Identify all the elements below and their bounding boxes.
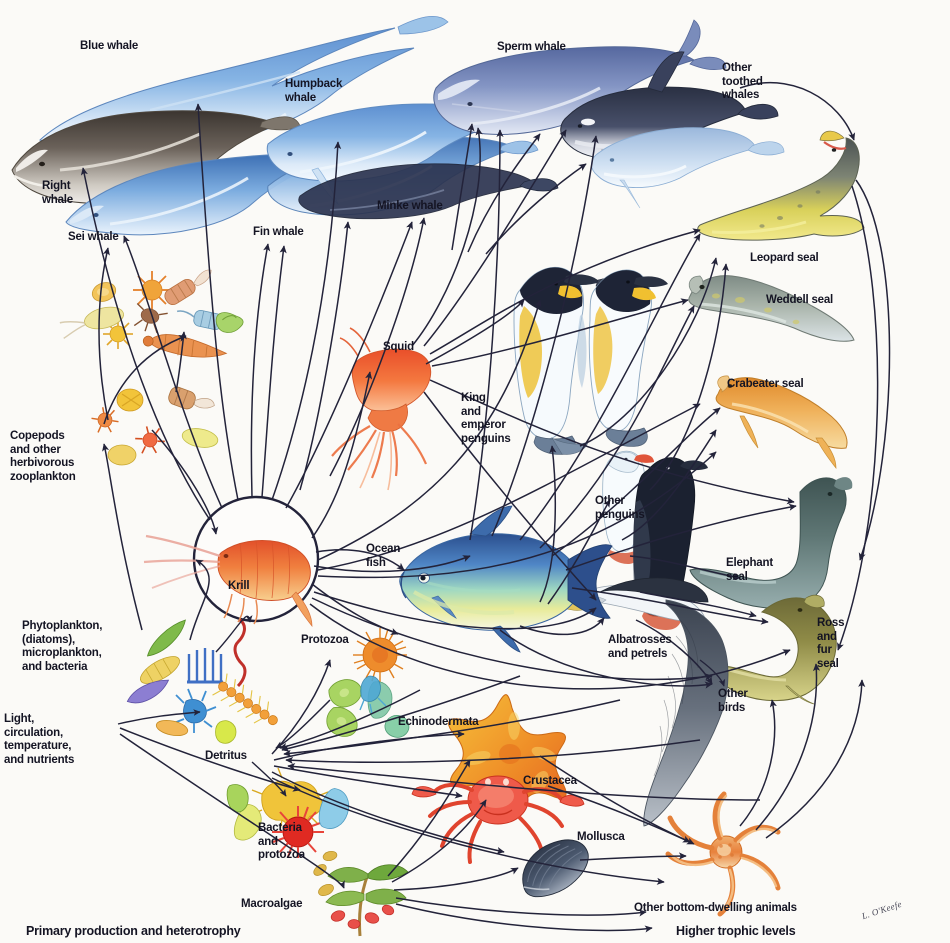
label-krill: Krill [228,580,250,592]
label-albatrosses-petrels: Albatrosses and petrels [608,634,672,660]
label-other-bottom-dwelling: Other bottom-dwelling animals [634,902,797,914]
label-protozoa: Protozoa [301,634,349,646]
label-minke-whale: Minke whale [377,200,443,212]
label-fin-whale: Fin whale [253,226,304,238]
label-detritus: Detritus [205,750,247,762]
label-blue-whale: Blue whale [80,40,139,52]
ocean-fish-art [399,505,613,653]
label-squid: Squid [383,341,414,353]
label-bacteria-protozoa: Bacteria and protozoa [258,822,305,862]
footer-higher-trophic: Higher trophic levels [676,924,796,938]
weddell-seal-art [688,275,855,342]
label-macroalgae: Macroalgae [241,898,303,910]
label-leopard-seal: Leopard seal [750,252,819,264]
label-copepods-zooplankton: Copepods and other herbivorous zooplankt… [10,430,76,483]
emperor-penguin-art [588,269,668,447]
label-other-penguins: Other penguins [595,495,645,521]
macroalgae-art [313,850,409,937]
label-humpback-whale: Humpback whale [285,78,343,104]
label-sperm-whale: Sperm whale [497,41,566,53]
label-other-toothed-whales: Other toothed whales [722,62,763,102]
label-elephant-seal: Elephant seal [726,557,773,583]
label-light-circulation: Light, circulation, temperature, and nut… [4,713,75,766]
phytoplankton-cluster-art [126,618,278,744]
elephant-seal-art [689,477,853,609]
label-ocean-fish: Ocean fish [366,543,401,569]
footer-primary-production: Primary production and heterotrophy [26,924,241,938]
label-weddell-seal: Weddell seal [766,294,834,306]
sperm-whale-art [433,19,727,135]
label-sei-whale: Sei whale [68,231,119,243]
label-ross-fur-seal: Ross and fur seal [817,617,845,670]
label-crabeater-seal: Crabeater seal [727,378,804,390]
label-right-whale: Right whale [42,180,73,206]
label-phytoplankton: Phytoplankton, (diatoms), microplankton,… [22,620,103,673]
krill-art [143,534,313,627]
label-crustacea: Crustacea [523,775,577,787]
beluga-art [591,127,785,209]
label-mollusca: Mollusca [577,831,625,843]
label-king-emperor-penguins: King and emperor penguins [461,392,511,445]
brittlestar-art [665,791,781,917]
label-other-birds: Other birds [718,688,748,714]
label-echinodermata: Echinodermata [398,716,479,728]
